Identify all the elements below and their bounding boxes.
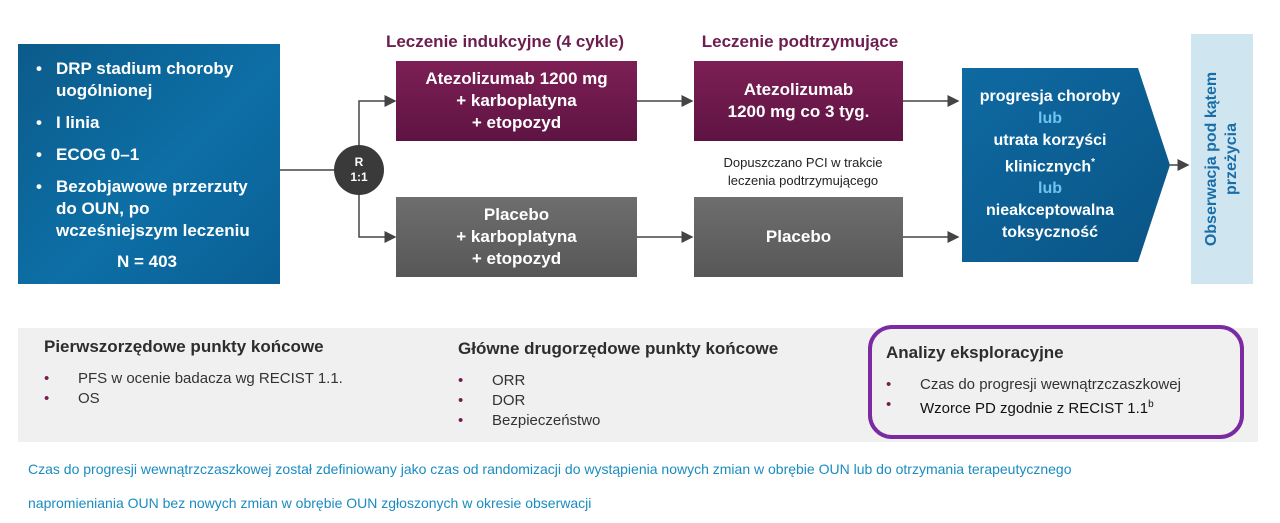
outcome-clinical: klinicznych — [1004, 158, 1092, 176]
sample-size: N = 403 — [116, 252, 177, 271]
arm-line: Atezolizumab — [743, 80, 854, 99]
arm-line: + etopozyd — [471, 249, 562, 268]
placebo-maintenance-box: Placebo — [694, 197, 903, 277]
population-criterion: Bezobjawowe przerzuty do OUN, po wcześni… — [34, 176, 270, 242]
discontinuation-criteria-arrow: progresja choroby lub utrata korzyści kl… — [962, 68, 1170, 262]
arm-line: + karboplatyna — [456, 227, 577, 246]
arm-line: + etopozyd — [471, 113, 562, 132]
outcome-or: lub — [1038, 180, 1062, 198]
footnote: Czas do progresji wewnątrzczaszkowej zos… — [28, 452, 1258, 520]
arm-line: Placebo — [765, 227, 832, 246]
secondary-endpoint-item: Bezpieczeństwo — [458, 411, 838, 431]
placebo-induction-box: Placebo + karboplatyna + etopozyd — [396, 197, 637, 277]
exploratory-analyses-box: Analizy eksploracyjne Czas do progresji … — [868, 325, 1244, 439]
population-criterion: DRP stadium choroby uogólnionej — [34, 58, 270, 102]
exploratory-item: Wzorce PD zgodnie z RECIST 1.1b — [886, 395, 1236, 419]
arm-line: Placebo — [483, 205, 550, 224]
exploratory-item-text: Wzorce PD zgodnie z RECIST 1.1 — [920, 400, 1149, 417]
pci-note-line: Dopuszczano PCI w trakcie — [723, 155, 883, 170]
outcome-or: lub — [1038, 109, 1062, 127]
pci-note: Dopuszczano PCI w trakcie leczenia podtr… — [696, 154, 910, 190]
maintenance-phase-header: Leczenie podtrzymujące — [701, 32, 899, 51]
exploratory-title: Analizy eksploracyjne — [886, 343, 1064, 362]
survival-followup-box: Obserwacja pod kątem przeżycia — [1191, 34, 1253, 284]
outcome-progression: progresja choroby — [979, 87, 1121, 105]
primary-endpoint-item: PFS w ocenie badacza wg RECIST 1.1. — [44, 369, 424, 389]
randomization-ratio: 1:1 — [350, 170, 368, 184]
induction-phase-header: Leczenie indukcyjne (4 cykle) — [385, 32, 625, 51]
arm-line: + karboplatyna — [456, 91, 577, 110]
primary-endpoints: Pierwszorzędowe punkty końcowe PFS w oce… — [44, 337, 424, 409]
randomization-node: R 1:1 — [334, 145, 384, 195]
population-criterion: ECOG 0–1 — [34, 144, 270, 166]
primary-endpoints-title: Pierwszorzędowe punkty końcowe — [44, 337, 324, 356]
arm-line: 1200 mg co 3 tyg. — [727, 102, 870, 121]
secondary-endpoint-item: DOR — [458, 391, 838, 411]
population-criterion: I linia — [34, 112, 270, 134]
atezolizumab-induction-box: Atezolizumab 1200 mg + karboplatyna + et… — [396, 61, 637, 141]
exploratory-item: Czas do progresji wewnątrzczaszkowej — [886, 375, 1236, 395]
exploratory-footnote-mark: b — [1148, 399, 1154, 410]
footnote-line: napromieniania OUN bez nowych zmian w ob… — [28, 495, 592, 511]
arrow-shape — [962, 68, 1170, 262]
primary-endpoint-item: OS — [44, 389, 424, 409]
outcome-footnote-mark: * — [1091, 156, 1096, 168]
population-criteria-list: DRP stadium choroby uogólnionej I linia … — [34, 58, 270, 242]
secondary-endpoint-item: ORR — [458, 371, 838, 391]
arm-line: Atezolizumab 1200 mg — [425, 69, 608, 88]
secondary-endpoints: Główne drugorzędowe punkty końcowe ORR D… — [458, 339, 838, 431]
connector-lines — [280, 95, 1190, 243]
randomization-label: R — [354, 155, 364, 169]
secondary-endpoints-title: Główne drugorzędowe punkty końcowe — [458, 339, 779, 358]
atezolizumab-maintenance-box: Atezolizumab 1200 mg co 3 tyg. — [694, 61, 903, 141]
survival-followup-label: Obserwacja pod kątem przeżycia — [1203, 71, 1240, 247]
outcome-unacceptable: nieakceptowalna — [985, 202, 1115, 220]
population-box: DRP stadium choroby uogólnionej I linia … — [18, 44, 280, 284]
pci-note-line: leczenia podtrzymującego — [727, 173, 879, 188]
outcome-toxicity: toksyczność — [1001, 224, 1099, 242]
footnote-line: Czas do progresji wewnątrzczaszkowej zos… — [28, 461, 1072, 477]
outcome-clinical-benefit-loss: utrata korzyści — [993, 131, 1107, 149]
